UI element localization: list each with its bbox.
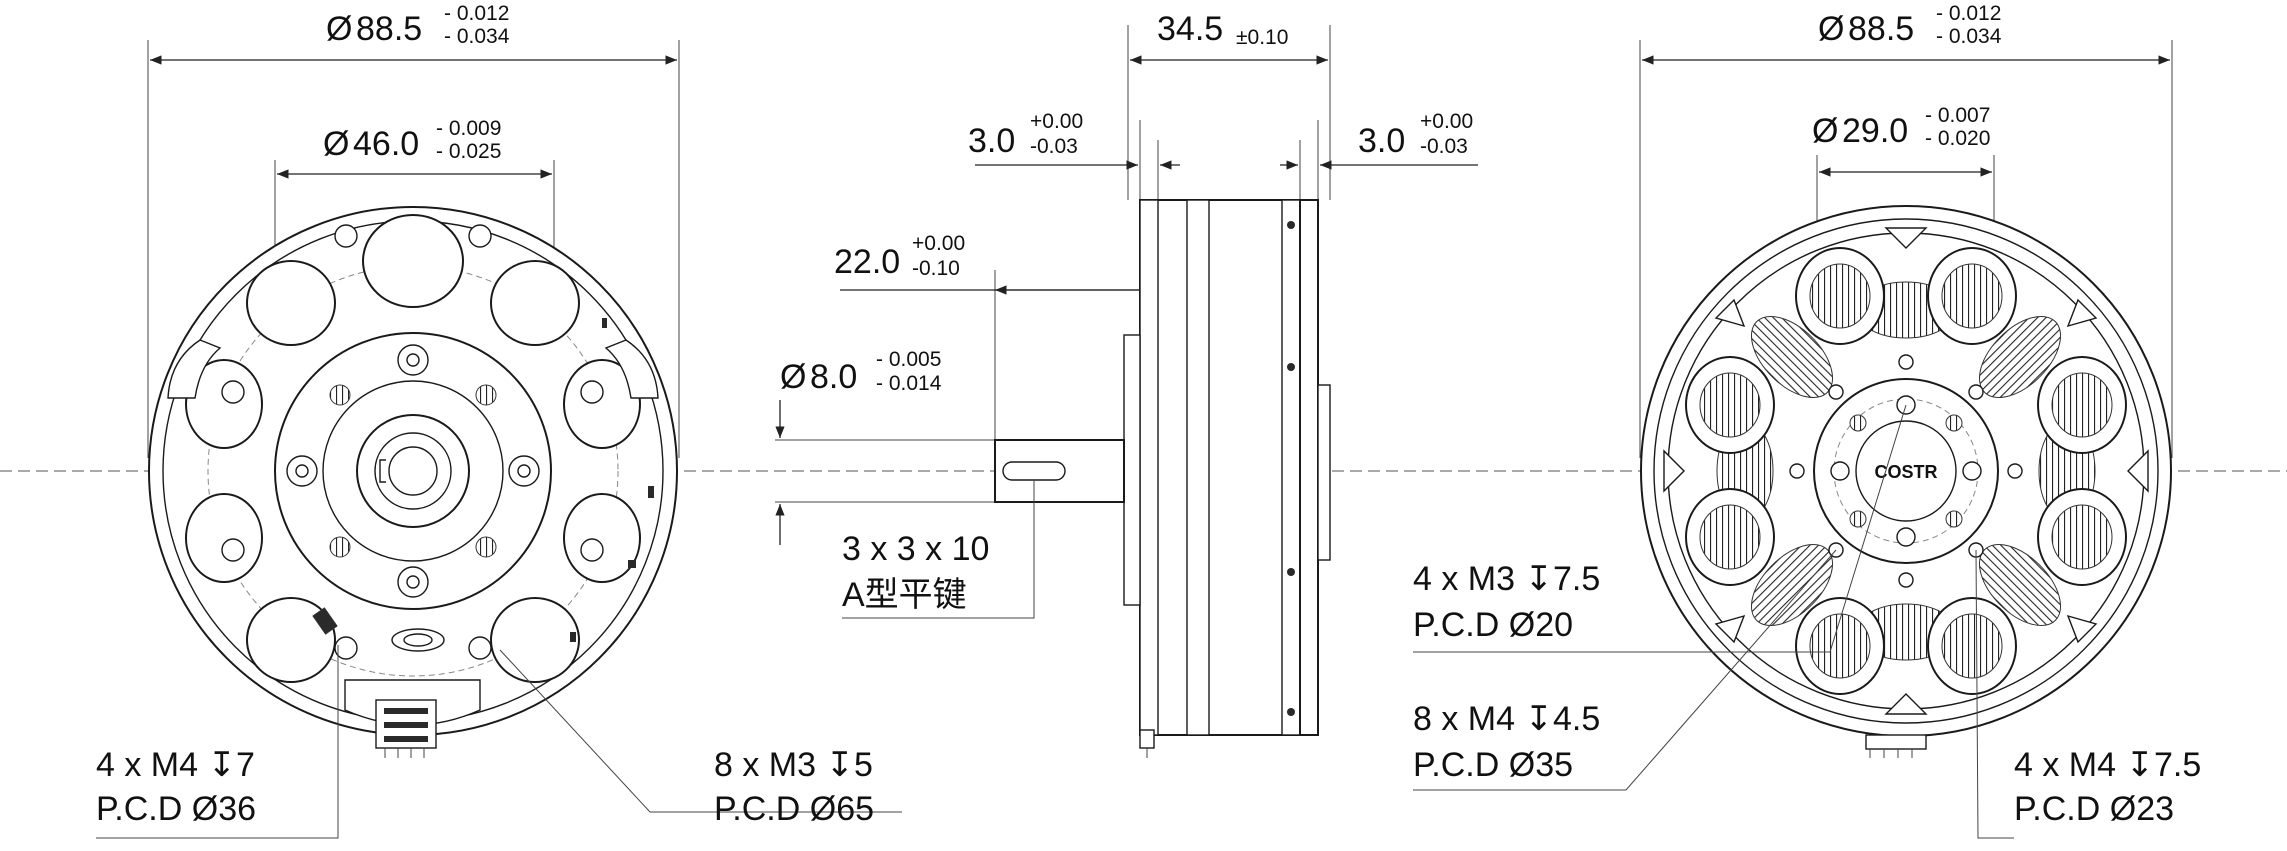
right-leaders [1413, 404, 2014, 839]
dim-tol: ±0.10 [1236, 26, 1288, 49]
dim-value: 88.5 [356, 10, 422, 48]
dim-tol-upper: - 0.012 [1936, 2, 2001, 25]
right-note-m4-a: 8 x M4 ↧4.5 P.C.D Ø35 [1413, 700, 1600, 784]
left-leaders [96, 645, 902, 839]
dim-tol-upper: +0.00 [1420, 110, 1473, 133]
right-inner-diameter-dim: Ø 29.0 - 0.007 - 0.020 [1812, 104, 1990, 150]
right-outer-diameter-dim: Ø 88.5 - 0.012 - 0.034 [1818, 2, 2002, 48]
side-right-flange [1299, 199, 1319, 736]
dim-tol-lower: -0.10 [912, 257, 960, 280]
right-hub-holes [1789, 354, 2023, 588]
note-line2: P.C.D Ø23 [2014, 790, 2174, 828]
dim-tol-lower: - 0.014 [876, 372, 942, 395]
dim-value: 3.0 [968, 122, 1015, 160]
side-right-flange-dim: 3.0 +0.00 -0.03 [1358, 110, 1473, 160]
dim-value: 29.0 [1842, 112, 1908, 150]
note-line2: A型平键 [842, 576, 967, 614]
dim-tol-lower: - 0.025 [436, 140, 501, 163]
dim-tol-upper: - 0.007 [1925, 104, 1990, 127]
left-m4-holes [286, 344, 540, 598]
dim-tol-upper: +0.00 [912, 232, 965, 255]
dim-tol-upper: - 0.005 [876, 348, 941, 371]
left-pockets [167, 214, 659, 683]
side-left-flange-dim: 3.0 +0.00 -0.03 [968, 110, 1083, 160]
dim-symbol: Ø [326, 10, 352, 48]
right-note-m3: 4 x M3 ↧7.5 P.C.D Ø20 [1413, 560, 1600, 644]
dim-tol-lower: -0.03 [1030, 135, 1078, 158]
dim-tol-lower: - 0.034 [444, 25, 510, 48]
dim-tol-lower: -0.03 [1420, 135, 1468, 158]
side-view [775, 25, 1478, 758]
side-shaft-diameter-dim: Ø 8.0 - 0.005 - 0.014 [780, 348, 942, 396]
left-view [147, 40, 680, 758]
side-shaft-length-dim: 22.0 +0.00 -0.10 [834, 232, 965, 281]
dim-value: 8.0 [810, 358, 857, 396]
side-key [1002, 461, 1066, 481]
side-width-dim: 34.5 ±0.10 [1157, 10, 1288, 49]
dim-tol-lower: - 0.034 [1936, 25, 2002, 48]
logo-text: COSTR [1875, 462, 1938, 482]
left-note-m4: 4 x M4 ↧7 P.C.D Ø36 [96, 746, 256, 828]
note-line1: 4 x M3 ↧7.5 [1413, 560, 1600, 598]
left-small-holes [221, 224, 604, 660]
dim-value: 3.0 [1358, 122, 1405, 160]
note-line1: 3 x 3 x 10 [842, 530, 989, 568]
note-line1: 8 x M3 ↧5 [714, 746, 873, 784]
side-left-boss [1123, 334, 1141, 606]
dim-tol-upper: - 0.012 [444, 2, 509, 25]
note-line1: 4 x M4 ↧7.5 [2014, 746, 2201, 784]
note-line2: P.C.D Ø20 [1413, 606, 1573, 644]
dim-symbol: Ø [1812, 112, 1838, 150]
side-body [1139, 199, 1301, 736]
right-edge-tabs [1663, 227, 2149, 715]
note-line2: P.C.D Ø65 [714, 790, 874, 828]
note-line1: 8 x M4 ↧4.5 [1413, 700, 1600, 738]
right-view: COSTR [1639, 40, 2173, 758]
note-line2: P.C.D Ø35 [1413, 746, 1573, 784]
dim-tol-lower: - 0.020 [1925, 127, 1990, 150]
side-key-note: 3 x 3 x 10 A型平键 [842, 480, 1035, 619]
left-outer-diameter-dim: Ø 88.5 - 0.012 - 0.034 [326, 2, 510, 48]
dim-value: 34.5 [1157, 10, 1223, 48]
left-threaded-holes [329, 384, 497, 558]
right-pockets [1685, 247, 2127, 695]
dim-symbol: Ø [323, 125, 349, 163]
left-note-m3: 8 x M3 ↧5 P.C.D Ø65 [714, 746, 874, 828]
right-note-m4-b: 4 x M4 ↧7.5 P.C.D Ø23 [2014, 746, 2201, 828]
dim-tol-upper: +0.00 [1030, 110, 1083, 133]
dim-value: 46.0 [353, 125, 419, 163]
note-line2: P.C.D Ø36 [96, 790, 256, 828]
dim-symbol: Ø [1818, 10, 1844, 48]
left-inner-diameter-dim: Ø 46.0 - 0.009 - 0.025 [323, 117, 501, 163]
note-line1: 4 x M4 ↧7 [96, 746, 255, 784]
dim-tol-upper: - 0.009 [436, 117, 501, 140]
dim-value: 88.5 [1848, 10, 1914, 48]
dim-value: 22.0 [834, 243, 900, 281]
dim-symbol: Ø [780, 358, 806, 396]
